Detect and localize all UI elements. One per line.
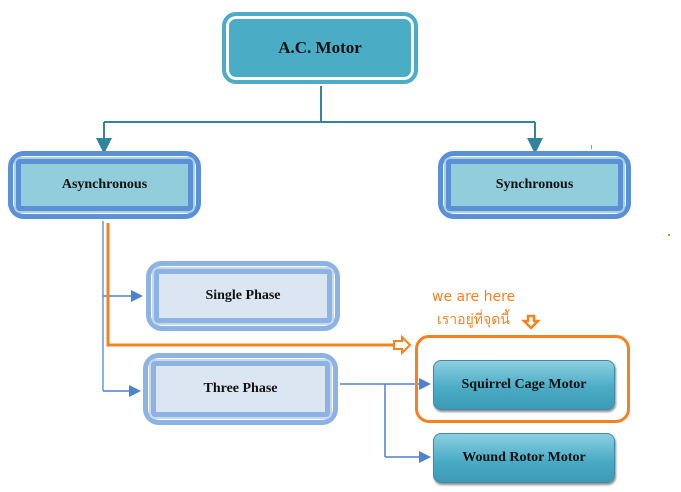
node-label: A.C. Motor [278,38,362,57]
connector-three-phase-to-level4 [340,378,431,463]
annotation-english: we are here [432,289,516,305]
highlight-box [415,335,630,423]
node-label: Squirrel Cage Motor [461,377,587,392]
node-label: Synchronous [495,177,574,192]
node-label: Asynchronous [61,177,148,192]
node-asynchronous: Asynchronous [8,151,201,219]
node-ac-motor: A.C. Motor [222,12,418,84]
orange-hollow-arrow-right-icon [393,334,412,356]
node-wound-rotor-motor: Wound Rotor Motor [433,433,615,483]
node-synchronous: Synchronous [438,151,631,219]
highlight-path [106,145,670,356]
connector-root-to-level2 [96,86,543,154]
annotation-thai: เราอยู่ที่จุดนี้ [437,312,510,328]
node-label: Wound Rotor Motor [462,450,586,465]
orange-arrow-down-icon [520,314,542,330]
node-squirrel-cage-motor: Squirrel Cage Motor [433,360,615,410]
node-single-phase: Single Phase [146,261,340,331]
node-label: Three Phase [203,381,278,396]
node-label: Single Phase [205,288,281,303]
node-three-phase: Three Phase [143,353,338,425]
